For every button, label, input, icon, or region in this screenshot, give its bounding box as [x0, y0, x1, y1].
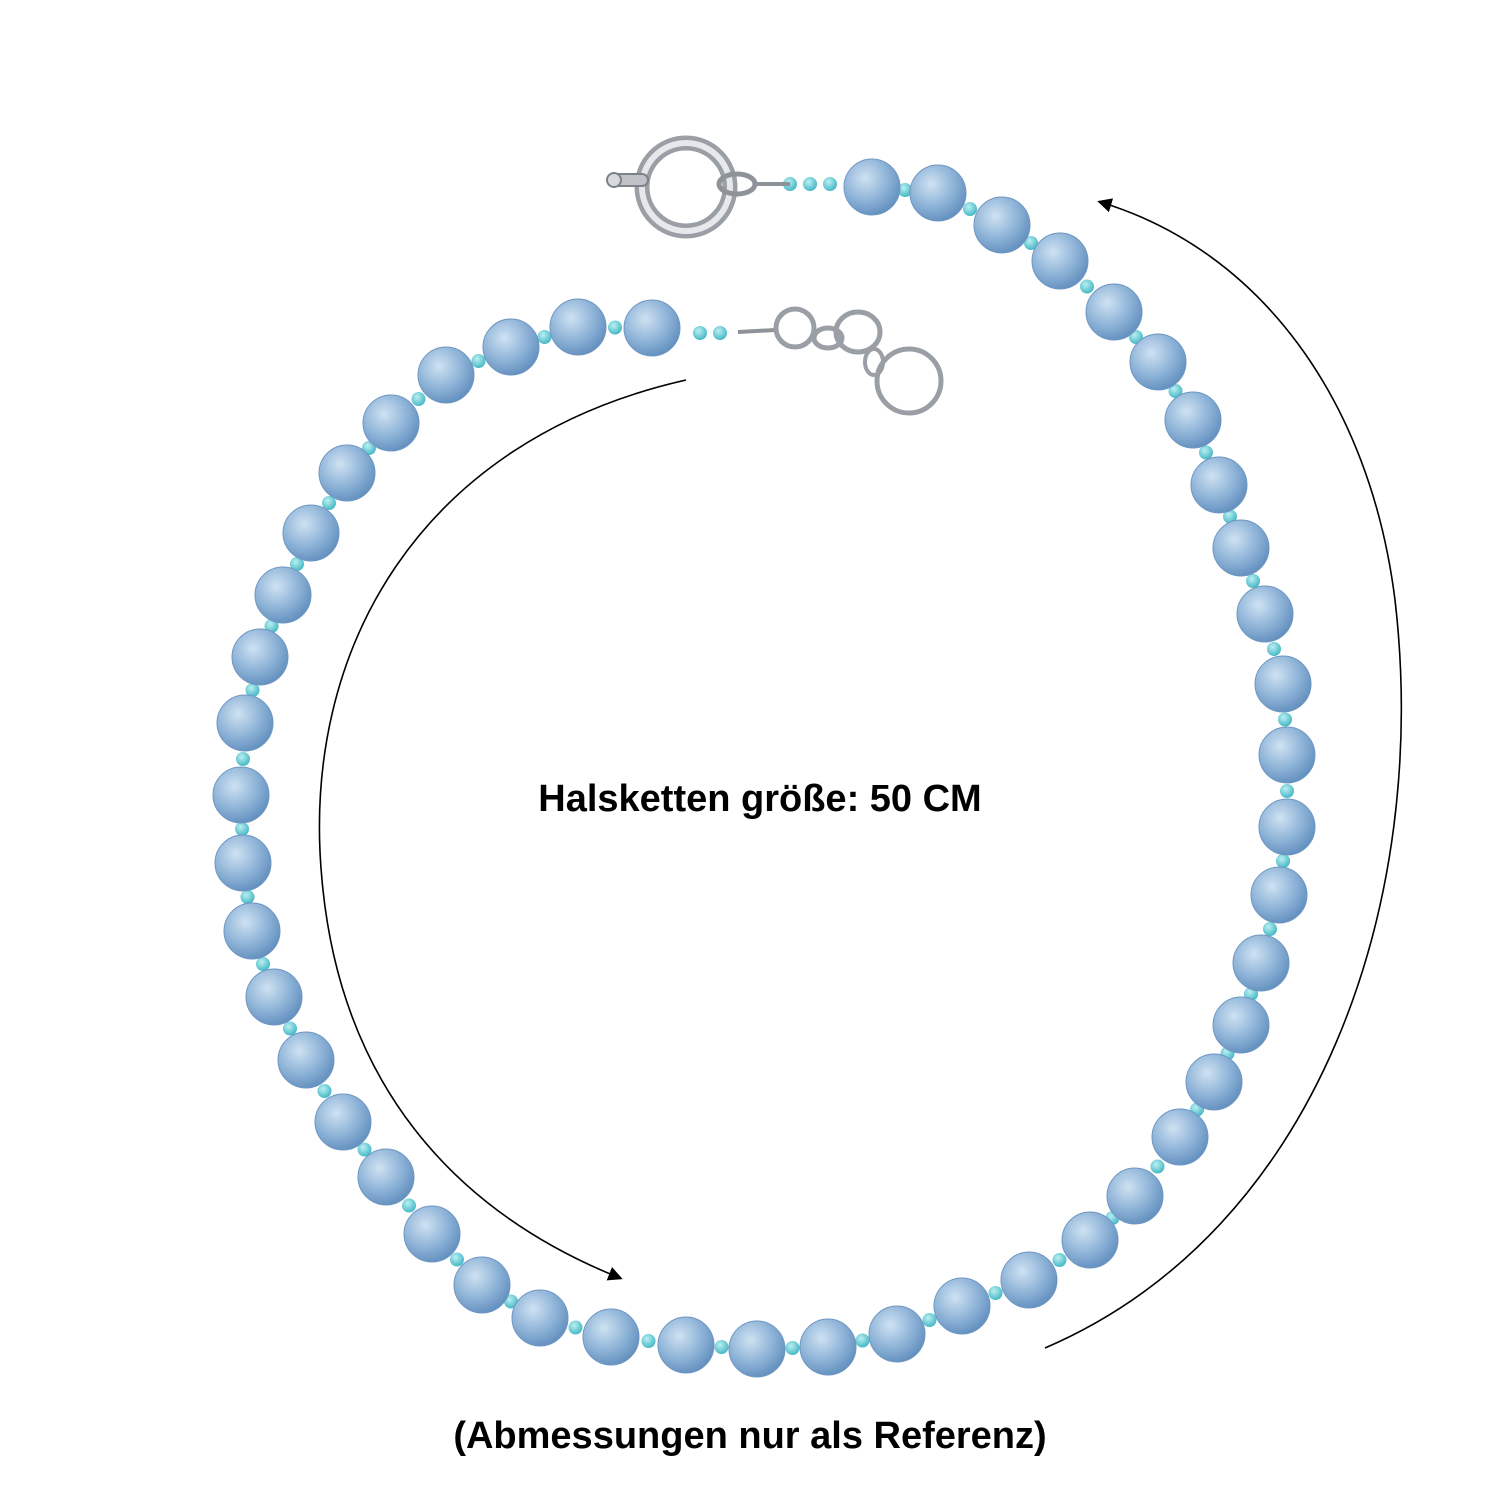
spacer-bead: [1024, 236, 1038, 250]
aquamarine-bead: [1129, 333, 1187, 391]
spacer-bead: [693, 326, 707, 340]
aquamarine-bead: [909, 164, 967, 222]
spacer-bead: [568, 1320, 583, 1335]
spacer-bead: [1168, 384, 1183, 398]
aquamarine-bead: [1185, 1053, 1243, 1111]
aquamarine-bead: [1031, 232, 1089, 290]
spacer-bead: [290, 557, 304, 571]
spacer-bead: [283, 1021, 297, 1036]
aquamarine-bead: [1190, 456, 1248, 514]
spacer-bead: [1276, 854, 1290, 868]
spacer-bead: [1263, 922, 1277, 936]
aquamarine-bead: [933, 1277, 991, 1335]
spacer-bead: [1267, 642, 1281, 656]
spacer-bead: [1280, 784, 1294, 798]
aquamarine-bead: [245, 968, 303, 1026]
spacer-bead: [608, 320, 622, 335]
aquamarine-bead: [482, 318, 540, 376]
aquamarine-bead: [231, 628, 289, 686]
spacer-bead: [240, 890, 255, 904]
spacer-bead: [471, 354, 486, 368]
measurement-arrow-icon: [318, 379, 687, 1281]
aquamarine-bead: [212, 766, 270, 824]
spacer-bead: [1246, 574, 1260, 588]
aquamarine-bead: [282, 504, 340, 562]
aquamarine-bead: [511, 1289, 569, 1347]
aquamarine-bead: [357, 1148, 415, 1206]
spacer-bead: [988, 1286, 1003, 1300]
spacer-bead: [1052, 1253, 1067, 1267]
aquamarine-bead: [453, 1256, 511, 1314]
aquamarine-bead: [1236, 585, 1294, 643]
aquamarine-bead: [1258, 798, 1316, 856]
aquamarine-bead: [1151, 1108, 1209, 1166]
necklace-size-label: Halsketten größe: 50 CM: [538, 778, 982, 820]
spacer-bead: [803, 177, 817, 191]
spacer-bead: [357, 1142, 372, 1157]
spacer-bead: [855, 1333, 870, 1348]
aquamarine-bead: [1000, 1251, 1058, 1309]
aquamarine-bead: [254, 566, 312, 624]
aquamarine-bead: [1212, 996, 1270, 1054]
spacer-bead: [235, 822, 249, 836]
spacer-bead: [1150, 1159, 1165, 1174]
spacer-bead: [322, 496, 336, 510]
spacer-bead: [1278, 712, 1292, 727]
aquamarine-bead: [868, 1305, 926, 1363]
aquamarine-bead: [799, 1318, 857, 1376]
spacer-bead: [236, 752, 250, 766]
spacer-bead: [823, 177, 837, 191]
spacer-bead: [504, 1294, 518, 1309]
reference-note: (Abmessungen nur als Referenz): [453, 1415, 1047, 1457]
spacer-bead: [450, 1252, 464, 1267]
aquamarine-bead: [1061, 1211, 1119, 1269]
aquamarine-bead: [1212, 519, 1270, 577]
spacer-bead: [713, 326, 727, 340]
spacer-bead: [785, 1341, 800, 1355]
spacer-bead: [317, 1084, 332, 1098]
spacer-bead: [1199, 445, 1213, 460]
jump-ring-extender-icon: [737, 306, 944, 416]
aquamarine-bead: [277, 1031, 335, 1089]
aquamarine-bead: [403, 1205, 461, 1263]
bead-strand: [212, 158, 1316, 1378]
aquamarine-bead: [582, 1308, 640, 1366]
aquamarine-bead: [623, 299, 681, 357]
aquamarine-bead: [657, 1316, 715, 1374]
aquamarine-bead: [216, 694, 274, 752]
spacer-bead: [641, 1334, 656, 1348]
spacer-bead: [402, 1198, 416, 1213]
aquamarine-bead: [362, 394, 420, 452]
aquamarine-bead: [1254, 655, 1312, 713]
aquamarine-bead: [1085, 283, 1143, 341]
spacer-bead: [256, 957, 270, 971]
measurement-arrow-icon: [1044, 198, 1403, 1349]
spacer-bead: [1223, 509, 1237, 524]
spacer-bead: [898, 183, 912, 197]
aquamarine-bead: [318, 444, 376, 502]
aquamarine-bead: [843, 158, 901, 216]
spacer-bead: [963, 202, 977, 216]
spacer-bead: [714, 1340, 729, 1354]
aquamarine-bead: [314, 1093, 372, 1151]
aquamarine-bead: [1250, 866, 1308, 924]
aquamarine-bead: [1232, 934, 1290, 992]
aquamarine-bead: [1258, 726, 1316, 784]
spacer-bead: [537, 330, 552, 344]
aquamarine-bead: [1164, 391, 1222, 449]
spacer-bead: [922, 1313, 937, 1327]
spacer-bead: [1080, 279, 1094, 294]
aquamarine-bead: [223, 902, 281, 960]
spring-ring-clasp-icon: [606, 135, 790, 239]
aquamarine-bead: [417, 346, 475, 404]
spacer-bead: [245, 683, 260, 697]
aquamarine-bead: [1106, 1167, 1164, 1225]
aquamarine-bead: [728, 1320, 786, 1378]
spacer-bead: [264, 619, 279, 633]
aquamarine-bead: [973, 196, 1031, 254]
spacer-bead: [411, 392, 426, 406]
aquamarine-bead: [549, 298, 607, 356]
aquamarine-bead: [214, 834, 272, 892]
